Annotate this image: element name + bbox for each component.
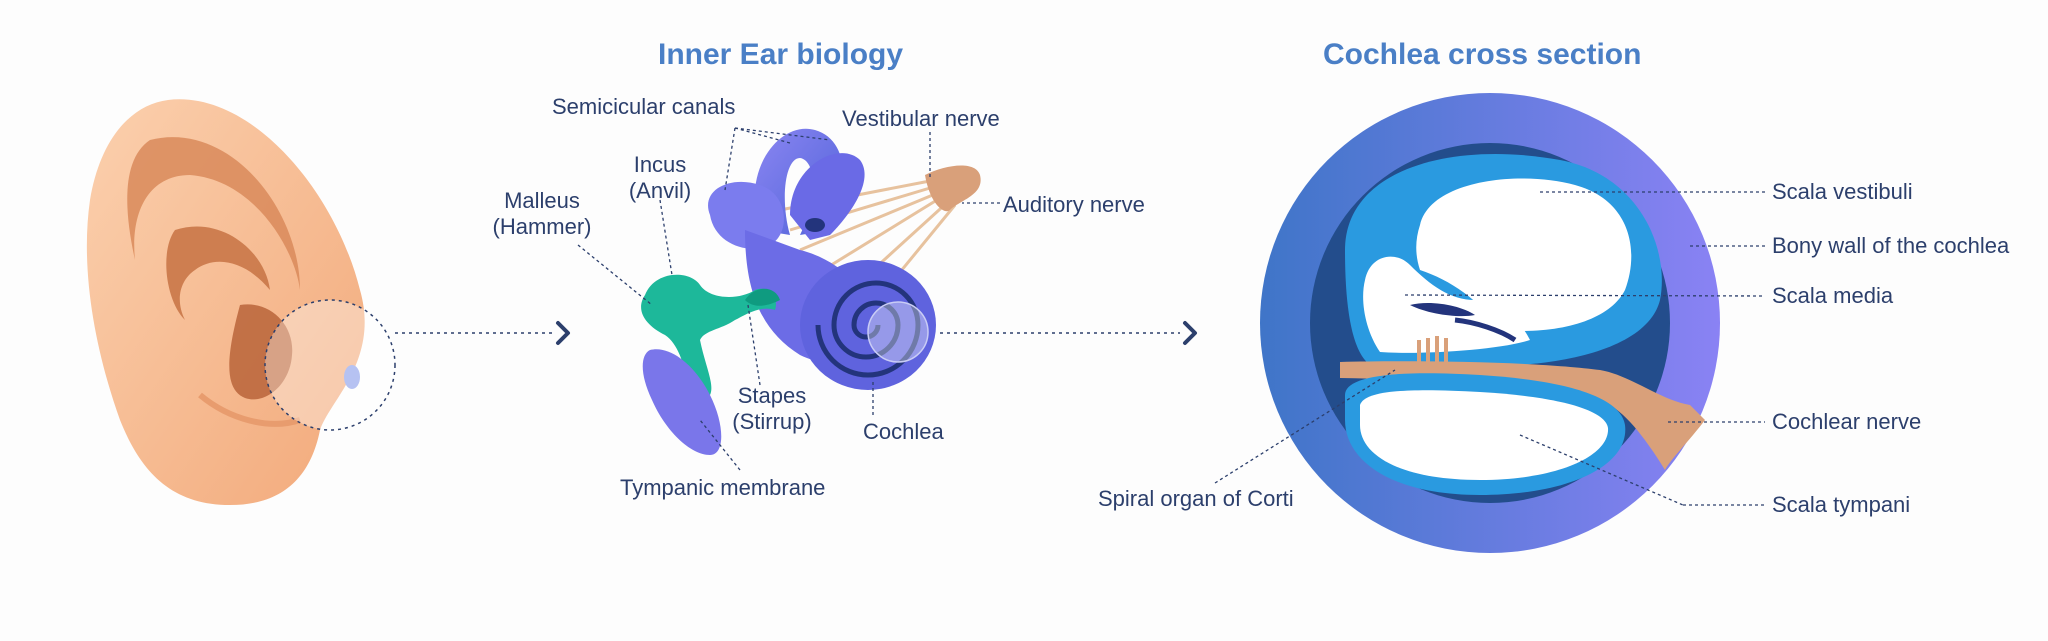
cochlea-title: Cochlea cross section	[1323, 38, 1642, 71]
ear-canal-magnifier	[264, 299, 396, 431]
label-tympanic-membrane: Tympanic membrane	[620, 475, 826, 500]
cochlea-leaders	[1214, 191, 1766, 506]
hair-cells	[1417, 336, 1448, 364]
label-incus-name: Incus	[633, 152, 687, 177]
label-malleus-alt: (Hammer)	[492, 214, 592, 239]
inner-ear-title: Inner Ear biology	[658, 38, 904, 71]
label-scala-vestibuli: Scala vestibuli	[1772, 179, 1913, 204]
label-malleus-name: Malleus	[504, 188, 580, 213]
chevron-right-icon	[556, 321, 570, 345]
cochlea-cross-section	[1260, 93, 1720, 553]
label-semicircular-canals: Semicicular canals	[552, 94, 736, 119]
label-stapes: Stapes (Stirrup)	[722, 383, 822, 435]
label-incus: Incus (Anvil)	[615, 152, 705, 204]
inner-ear-illustration	[641, 128, 981, 455]
label-stapes-name: Stapes	[737, 383, 807, 408]
tympanic-membrane-shape	[642, 349, 722, 455]
label-scala-media: Scala media	[1772, 283, 1894, 308]
ossicles	[641, 274, 780, 395]
cochlea-magnifier	[867, 301, 929, 363]
chevron-right-icon	[1183, 321, 1197, 345]
outer-ear-illustration	[86, 99, 365, 505]
earplug-marker	[344, 365, 360, 389]
label-cochlear-nerve: Cochlear nerve	[1772, 409, 1922, 434]
label-bony-wall: Bony wall of the cochlea	[1772, 233, 2010, 258]
label-spiral-organ: Spiral organ of Corti	[1098, 486, 1294, 511]
label-cochlea: Cochlea	[863, 419, 944, 444]
label-malleus: Malleus (Hammer)	[482, 188, 602, 240]
label-scala-tympani: Scala tympani	[1772, 492, 1911, 517]
label-vestibular-nerve: Vestibular nerve	[842, 106, 1000, 131]
cochlear-nerve-shape	[1340, 361, 1705, 470]
label-incus-alt: (Anvil)	[628, 178, 692, 203]
inner-ear-leaders	[577, 127, 1000, 471]
label-stapes-alt: (Stirrup)	[732, 409, 812, 434]
label-auditory-nerve: Auditory nerve	[1003, 192, 1145, 217]
